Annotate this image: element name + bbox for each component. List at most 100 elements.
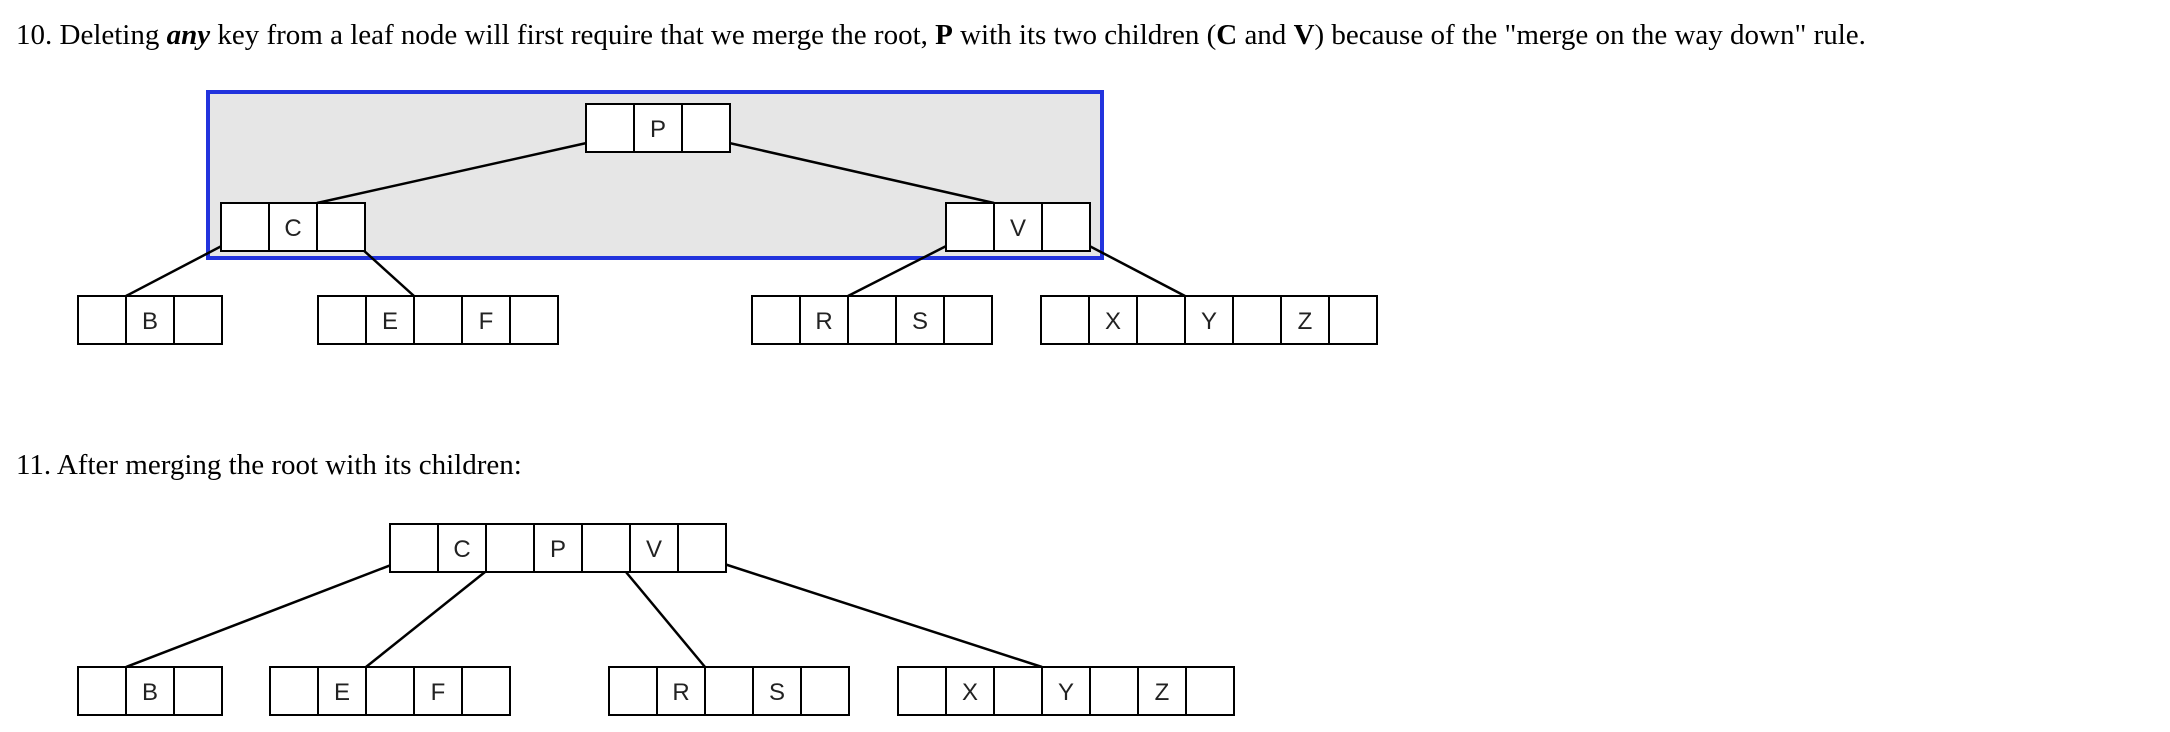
pointer-cell [173,295,223,345]
key-cell [1088,295,1138,345]
pointer-cell [77,295,127,345]
pointer-cell [316,202,366,252]
key-cell [1280,295,1330,345]
key-cell [895,295,945,345]
pointer-cell [461,666,511,716]
pointer-cell [365,666,415,716]
btree-node: B [77,666,223,716]
pointer-cell [1040,295,1090,345]
key-cell [752,666,802,716]
node-key: R [815,308,832,335]
node-key: C [284,215,301,242]
key-cell [629,523,679,573]
node-key: V [646,536,662,563]
node-key: S [912,308,928,335]
pointer-cell [1328,295,1378,345]
step-10-text: Deleting any key from a leaf node will f… [59,19,1866,51]
tree-edge [1075,237,1186,298]
node-key: B [142,679,158,706]
tree-edge [715,138,995,205]
pointer-cell [681,103,731,153]
pointer-cell [677,523,727,573]
btree-node: P [585,103,731,153]
key-cell [533,523,583,573]
pointer-cell [993,666,1043,716]
pointer-cell [509,295,559,345]
edges [125,138,1186,298]
node-key: F [431,679,446,706]
pointer-cell [413,295,463,345]
node-key: X [1105,308,1121,335]
pointer-cell [1185,666,1235,716]
node-key: R [672,679,689,706]
pointer-cell [751,295,801,345]
pointer-cell [847,295,897,345]
step-10-caption: 10. Deleting any key from a leaf node wi… [16,21,1866,50]
key-cell [656,666,706,716]
node-key: P [550,536,566,563]
key-cell [125,666,175,716]
node-key: E [382,308,398,335]
key-cell [317,666,367,716]
node-key: Z [1298,308,1313,335]
pointer-cell [389,523,439,573]
pointer-cell [1041,202,1091,252]
btree-node: C [220,202,366,252]
pointer-cell [173,666,223,716]
key-cell [993,202,1043,252]
node-key: F [479,308,494,335]
key-cell [125,295,175,345]
tree-edge [125,237,236,298]
pointer-cell [269,666,319,716]
node-key: Z [1155,679,1170,706]
node-key: V [1010,215,1026,242]
node-key: B [142,308,158,335]
step-11-number: 11. [16,449,52,481]
btree-node: V [945,202,1091,252]
pointer-cell [945,202,995,252]
tree-edge [711,558,1043,669]
tree-edge [365,559,501,668]
pointer-cell [77,666,127,716]
node-key: X [962,679,978,706]
tree-edge [316,138,601,205]
node-key: Y [1058,679,1074,706]
step-10-number: 10. [16,19,53,51]
node-key: E [334,679,350,706]
pointer-cell [608,666,658,716]
btree-node: X Y Z [897,666,1235,716]
node-key: S [769,679,785,706]
tree-edge [615,559,706,668]
btree-node: B [77,295,223,345]
pointer-cell [897,666,947,716]
tree-edge [125,558,405,669]
pointer-cell [1089,666,1139,716]
pointer-cell [1232,295,1282,345]
pointer-cell [1136,295,1186,345]
pointer-cell [585,103,635,153]
pointer-cell [485,523,535,573]
key-cell [1041,666,1091,716]
key-cell [633,103,683,153]
pointer-cell [317,295,367,345]
step-11-caption: 11. After merging the root with its chil… [16,451,522,480]
pointer-cell [581,523,631,573]
tree-edge [847,237,961,298]
step-11-text: After merging the root with its children… [56,449,522,481]
edges [125,558,1043,669]
pointer-cell [704,666,754,716]
node-key: C [453,536,470,563]
node-key: P [650,116,666,143]
key-cell [1137,666,1187,716]
pointer-cell [220,202,270,252]
pointer-cell [800,666,850,716]
pointer-cell [943,295,993,345]
